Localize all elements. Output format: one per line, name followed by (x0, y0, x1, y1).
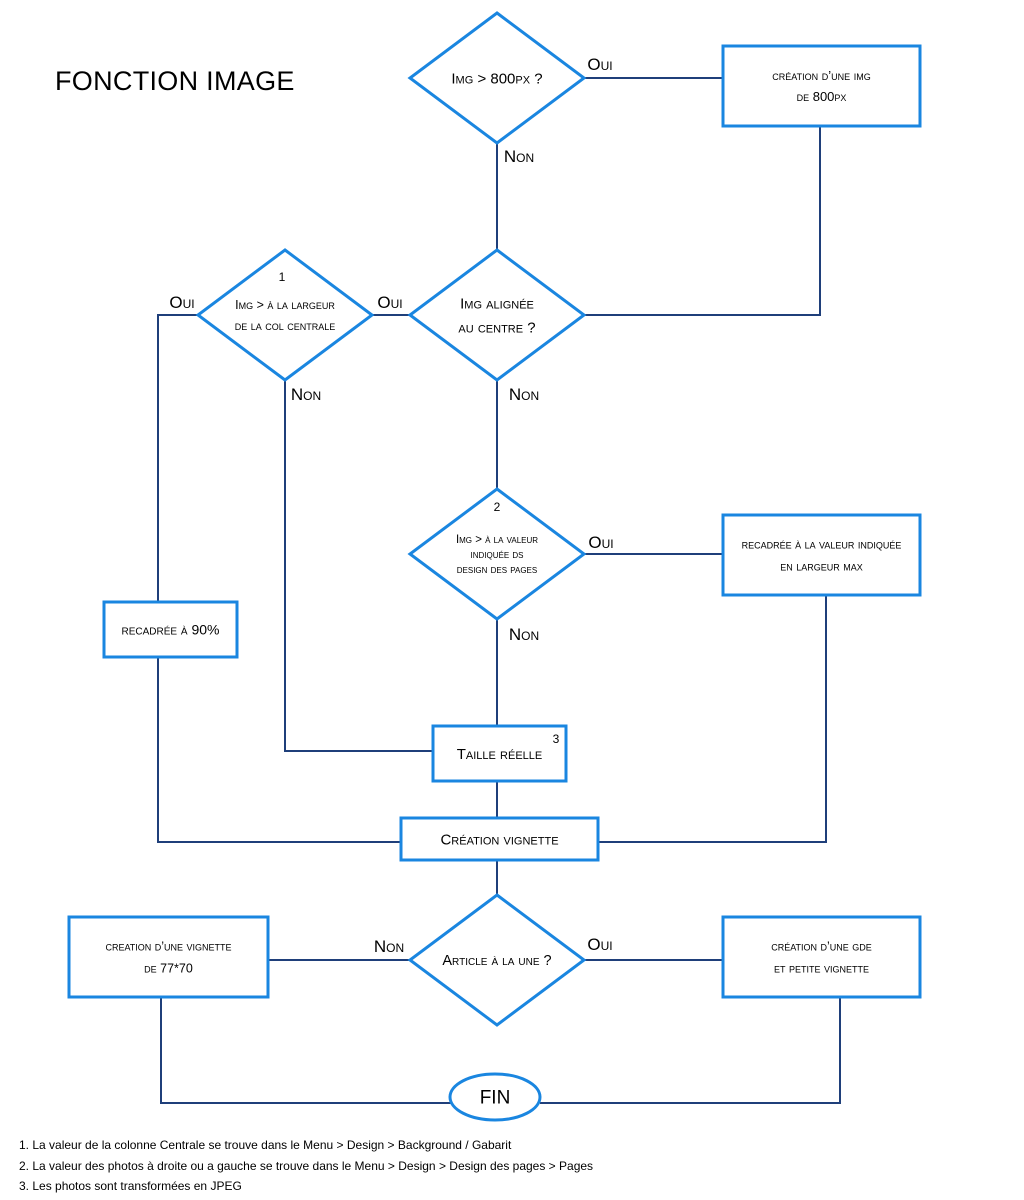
node-label: Article à la une ? (442, 953, 551, 969)
edge-label-no-page: Non (509, 625, 539, 644)
process-box (102, 600, 239, 659)
edge-label-yes-col: Oui (169, 293, 194, 312)
process-box (721, 915, 922, 999)
node-label: FIN (480, 1088, 511, 1109)
decision-diamond (195, 248, 375, 382)
process-box (67, 915, 270, 999)
edge-colwidth-to-crop90 (157, 314, 198, 602)
process-crop-90: recadrée à 90% (102, 600, 239, 659)
footnote-marker: 1 (279, 270, 286, 284)
node-label: Img > 800px ? (451, 70, 542, 87)
edge-label-no-800: Non (504, 147, 534, 166)
edge-colwidth-to-realsize (284, 380, 433, 752)
edge-label-yes-aligned: Oui (377, 293, 402, 312)
process-box (431, 724, 568, 783)
process-box (399, 816, 600, 862)
node-label: Création vignette (440, 831, 558, 848)
footnote-marker: 3 (553, 732, 560, 746)
page-title: FONCTION IMAGE (55, 66, 295, 96)
footnote-3: 3. Les photos sont transformées en JPEG (19, 1179, 242, 1193)
edge-label-yes-page: Oui (588, 533, 613, 552)
connectors (157, 77, 841, 1104)
terminal-end: FIN (448, 1072, 542, 1122)
process-box (721, 44, 922, 128)
edge-thumb7770-to-end (160, 997, 451, 1104)
process-create-thumbnail: Création vignette (399, 816, 600, 862)
process-real-size: Taille réelle 3 (431, 724, 568, 783)
decision-diamond (407, 487, 587, 621)
footnote-2: 2. La valeur des photos à droite ou a ga… (19, 1158, 594, 1173)
edge-crop90-to-thumb (157, 657, 401, 843)
footnotes: 1. La valeur de la colonne Centrale se t… (19, 1135, 593, 1197)
node-label: recadrée à 90% (121, 621, 219, 637)
edge-label-yes-featured: Oui (587, 935, 612, 954)
edge-label-no-col: Non (291, 385, 321, 404)
edge-label-yes-800: Oui (587, 55, 612, 74)
footnote-marker: 2 (494, 500, 501, 514)
decision-diamond (407, 248, 587, 382)
decision-diamond (407, 893, 587, 1027)
edge-label-no-featured: Non (374, 937, 404, 956)
edge-cropvalue-to-thumb (598, 595, 827, 843)
process-box (721, 513, 922, 597)
node-label: Taille réelle (457, 746, 543, 763)
decision-img-800: Img > 800px ? (407, 11, 587, 145)
edge-label-no-aligned: Non (509, 385, 539, 404)
decision-featured-article: Article à la une ? (407, 893, 587, 1027)
terminal-ellipse (448, 1072, 542, 1122)
footnote-1: 1. La valeur de la colonne Centrale se t… (19, 1138, 512, 1152)
edge-create800-to-aligned (583, 126, 821, 316)
decision-diamond (407, 11, 587, 145)
edge-bigsmall-to-end (540, 997, 841, 1104)
